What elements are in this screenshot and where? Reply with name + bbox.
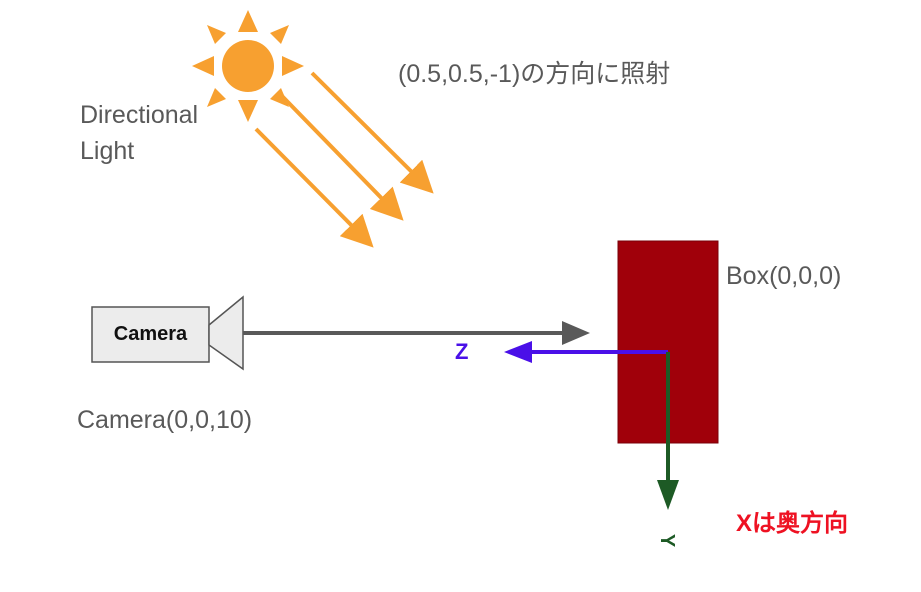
sun-ray [270, 25, 289, 44]
sun-ray [282, 56, 304, 76]
camera-view-arrowhead [562, 321, 590, 345]
directional-light-label: Directional Light [80, 97, 198, 169]
sun-icon [192, 10, 304, 122]
sun-ray [207, 88, 226, 107]
directional-light-label-line1: Directional [80, 101, 199, 129]
sun-ray [238, 10, 258, 32]
sun-ray [192, 56, 214, 76]
sun-core [222, 40, 274, 92]
y-axis-label: Y [656, 533, 679, 548]
sun-ray [270, 88, 289, 107]
camera-position-label: Camera(0,0,10) [77, 406, 253, 434]
z-axis-arrowhead [504, 341, 532, 363]
sun-ray [238, 100, 258, 122]
z-axis-label: Z [455, 339, 469, 364]
camera-body [91, 306, 210, 363]
camera-lens [208, 295, 244, 371]
directional-light-label-line2: Light [80, 137, 135, 165]
y-axis-arrowhead [657, 480, 679, 510]
sun-ray [207, 25, 226, 44]
light-ray-arrow [279, 93, 404, 221]
camera-body-label: Camera [113, 323, 188, 345]
x-axis-note: Xは奥方向 [736, 510, 849, 537]
light-direction-label: (0.5,0.5,-1)の方向に照射 [398, 60, 671, 88]
box-label: Box(0,0,0) [726, 262, 842, 290]
light-ray-arrow [310, 71, 434, 194]
light-ray-arrow [254, 127, 374, 248]
